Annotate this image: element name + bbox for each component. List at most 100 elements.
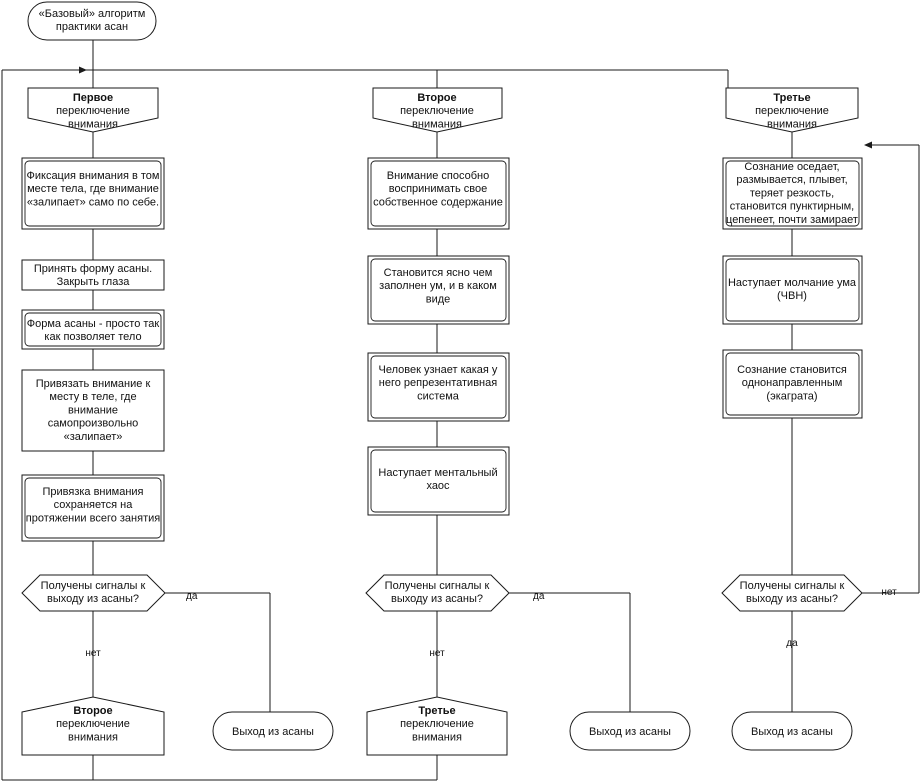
col3-exit-text: Выход из асаны <box>751 726 833 738</box>
col3-exit: Выход из асаны <box>731 711 853 751</box>
text-line: выходу из асаны? <box>391 593 483 605</box>
text-line: «залипает» само по себе. <box>27 196 159 208</box>
text-line: Второе <box>73 705 112 717</box>
text-line: Привязка внимания <box>42 486 143 498</box>
text-line: переключение <box>56 105 130 117</box>
col2-exit-text: Выход из асаны <box>589 726 671 738</box>
text-line: внимания <box>412 118 462 130</box>
text-line: Наступает ментальный <box>378 467 497 479</box>
text-line: Третье <box>773 92 810 104</box>
text-line: становится пунктирным, <box>730 201 855 213</box>
svg-text:Принять форму асаны.Закрыть гл: Принять форму асаны.Закрыть глаза <box>34 263 152 288</box>
text-line: Фиксация внимания в том <box>27 170 160 182</box>
text-line: месте тела, где внимание <box>27 183 159 195</box>
text-line: Внимание способно <box>387 170 489 182</box>
col1-no-label: нет <box>85 648 101 659</box>
svg-text:Наступает молчание ума(ЧВН): Наступает молчание ума(ЧВН) <box>728 277 857 302</box>
text-line: заполнен ум, и в каком <box>379 280 497 292</box>
text-line: выходу из асаны? <box>47 593 139 605</box>
text-line: виде <box>426 293 451 305</box>
text-line: самопроизвольно <box>48 418 139 430</box>
text-line: размывается, плывет, <box>736 174 847 186</box>
text-line: переключение <box>56 718 130 730</box>
col3-yes-label: да <box>786 638 798 649</box>
text-line: Первое <box>73 92 113 104</box>
text-line: система <box>417 390 460 402</box>
text-line: Принять форму асаны. <box>34 263 152 275</box>
text-line: «залипает» <box>64 431 123 443</box>
text-line: воспринимать свое <box>389 183 488 195</box>
text-line: переключение <box>755 105 829 117</box>
text-line: Становится ясно чем <box>384 267 493 279</box>
text-line: сохраняется на <box>54 499 134 511</box>
text-line: Получены сигналы к <box>385 580 490 592</box>
text-line: Наступает молчание ума <box>728 277 857 289</box>
svg-text:Сознание оседает,размывается,: Сознание оседает,размывается, плывет,тер… <box>726 161 858 226</box>
text-line: внимания <box>68 731 118 743</box>
col3-step2: Наступает молчание ума(ЧВН) <box>722 255 863 325</box>
text-line: цепенеет, почти замирает <box>726 214 858 226</box>
text-line: внимания <box>767 118 817 130</box>
text-line: (ЧВН) <box>777 290 807 302</box>
text-line: хаос <box>426 480 450 492</box>
text-line: Второе <box>417 92 456 104</box>
text-line: собственное содержание <box>373 196 503 208</box>
text-line: (экаграта) <box>766 390 817 402</box>
text-line: протяжении всего занятия <box>26 512 160 524</box>
col3-no-label: нет <box>881 587 897 598</box>
col3-step1: Сознание оседает,размывается, плывет,тер… <box>722 157 863 230</box>
col2-no-label: нет <box>429 648 445 659</box>
text-line: Привязать внимание к <box>36 378 151 390</box>
col1-step2: Принять форму асаны.Закрыть глаза <box>21 259 165 291</box>
text-line: Получены сигналы к <box>41 580 146 592</box>
text-line: теряет резкость, <box>750 187 834 199</box>
text-line: практики асан <box>56 21 128 33</box>
text-line: Получены сигналы к <box>740 580 845 592</box>
text-line: внимания <box>412 731 462 743</box>
text-line: Сознание оседает, <box>744 161 839 173</box>
text-line: «Базовый» алгоритм <box>39 8 146 20</box>
text-line: Третье <box>418 705 455 717</box>
text-line: внимания <box>68 118 118 130</box>
text-line: однонаправленным <box>742 377 843 389</box>
col1-exit-text: Выход из асаны <box>232 726 314 738</box>
connectors <box>1 40 920 781</box>
text-line: выходу из асаны? <box>746 593 838 605</box>
text-line: него репрезентативная <box>379 377 497 389</box>
text-line: как позволяет тело <box>44 331 141 343</box>
text-line: Человек узнает какая у <box>379 364 498 376</box>
text-line: переключение <box>400 718 474 730</box>
text-line: внимание <box>68 404 118 416</box>
